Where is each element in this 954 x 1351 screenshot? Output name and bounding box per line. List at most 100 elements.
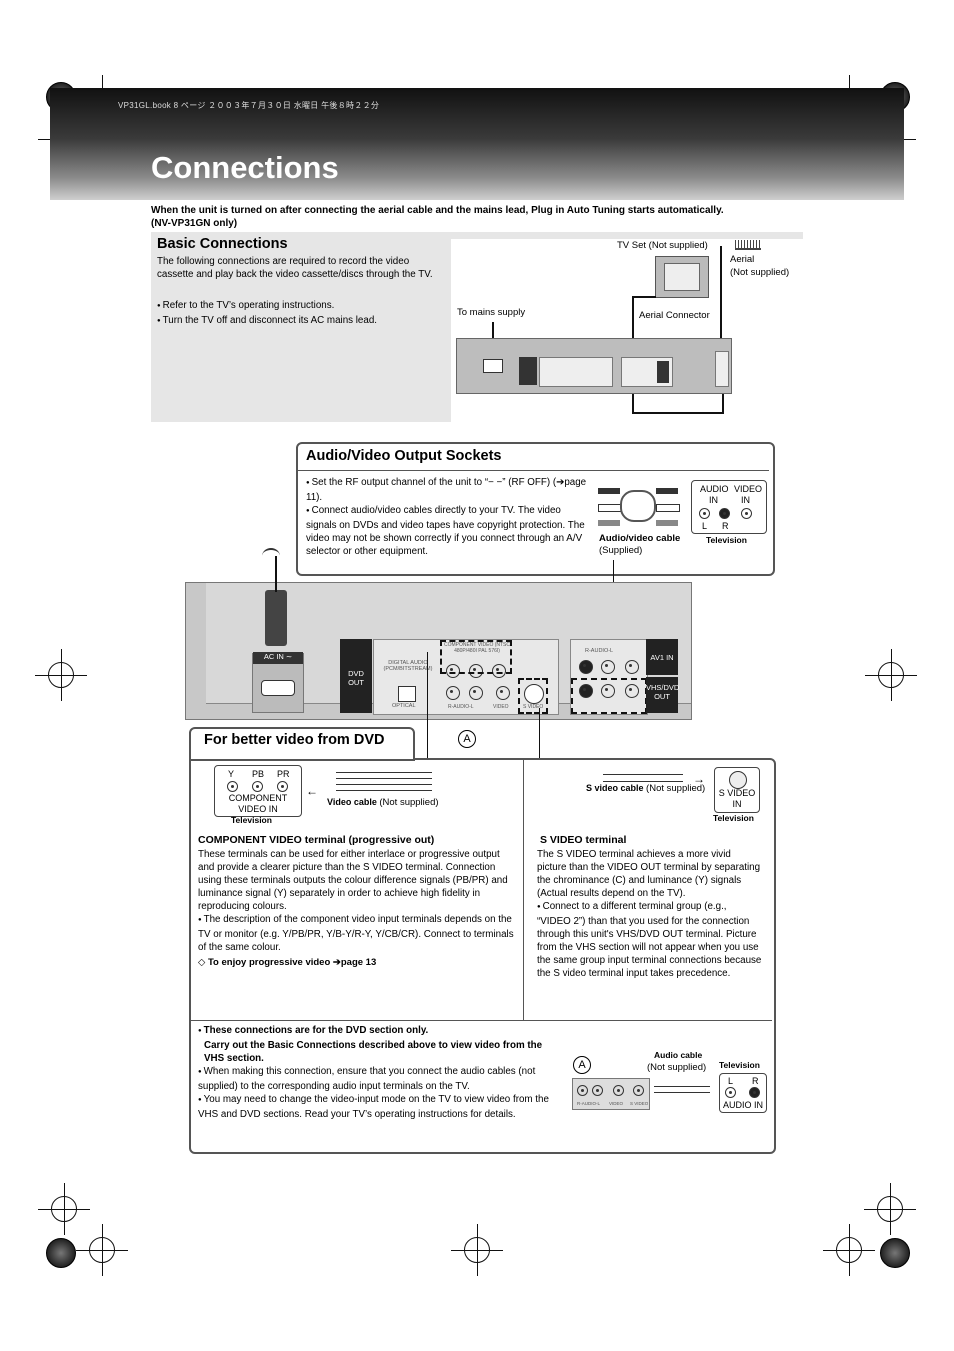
- av-cable-icon: [598, 484, 680, 530]
- bottom-bullet: You may need to change the video-input m…: [198, 1093, 554, 1121]
- registration-mark: [880, 1238, 910, 1268]
- av-cable-note: (Supplied): [599, 545, 643, 556]
- tv-icon: [655, 256, 709, 298]
- av1-video-jack: [625, 660, 639, 674]
- audio-r-jack: [446, 686, 460, 700]
- bottom-bold-cont: Carry out the Basic Connections describe…: [204, 1040, 543, 1064]
- s-video-highlight: [518, 678, 548, 714]
- s-video-text: The S VIDEO terminal achieves a more viv…: [537, 849, 761, 899]
- av1-audio-l-jack: [601, 660, 615, 674]
- basic-text: The following connections are required t…: [157, 256, 433, 280]
- intro-line-1: When the unit is turned on after connect…: [151, 205, 724, 216]
- mini-s-video-label: S VIDEO: [630, 1101, 649, 1106]
- aerial-icon: [735, 240, 761, 250]
- s-video-heading: S VIDEO terminal: [540, 834, 627, 846]
- s-video-jack-icon: [729, 771, 747, 789]
- av-bullets: Set the RF output channel of the unit to…: [306, 476, 588, 558]
- aerial-cable: [720, 246, 722, 358]
- av1-r-audio-l-label: R-AUDIO-L: [585, 648, 614, 654]
- better-video-tab: [189, 727, 415, 761]
- cable-wave-icon: [262, 548, 280, 564]
- av1-in-label: AV1 IN: [646, 639, 678, 675]
- s-video-cable-icon: [603, 774, 683, 782]
- audio-tv-label: Television: [719, 1060, 760, 1070]
- tv-cable: [632, 412, 724, 414]
- crop-mark: [823, 1224, 875, 1276]
- bottom-bullet: These connections are for the DVD sectio…: [198, 1024, 554, 1039]
- crop-mark: [38, 1183, 90, 1235]
- divider: [298, 470, 769, 471]
- marker-a: A: [573, 1056, 591, 1074]
- tv-pb-label: PB: [252, 769, 265, 779]
- tv-video-jack: [741, 508, 752, 519]
- power-cable: [275, 556, 277, 592]
- s-video-in-label2: IN: [732, 799, 742, 809]
- component-heading: COMPONENT VIDEO terminal (progressive ou…: [198, 834, 435, 846]
- audio-tv-l-jack: [725, 1087, 736, 1098]
- intro-line-2: (NV-VP31GN only): [151, 218, 238, 229]
- audio-tv-in-label: AUDIO IN: [722, 1100, 763, 1110]
- tv-av-input-panel: AUDIO VIDEO IN IN L R: [691, 480, 767, 534]
- better-heading: For better video from DVD: [204, 732, 385, 748]
- av1-audio-r-jack: [579, 660, 593, 674]
- tv-video-in-label: VIDEO IN: [238, 804, 278, 814]
- optical-port: [398, 686, 416, 702]
- video-cable-label: Video cable: [327, 797, 377, 807]
- s-video-in-label1: S VIDEO: [718, 788, 756, 798]
- crop-mark: [451, 1224, 503, 1276]
- s-video-cable-caption: S video cable (Not supplied): [586, 783, 705, 794]
- row-divider: [191, 1020, 772, 1021]
- mini-video-jack: [613, 1085, 624, 1096]
- aerial-label: Aerial: [730, 254, 755, 265]
- mini-video-label: VIDEO: [609, 1101, 624, 1106]
- basic-bullet: Turn the TV off and disconnect its AC ma…: [157, 314, 439, 329]
- print-note: VP31GL.book 8 ページ ２００３年７月３０日 水曜日 午後８時２２分: [118, 101, 380, 110]
- component-text: These terminals can be used for either i…: [198, 849, 508, 912]
- audio-cable-label: Audio cable: [654, 1050, 703, 1060]
- component-tv-label: Television: [231, 815, 272, 825]
- tv-audio-r-jack: [719, 508, 730, 519]
- audio-tv-r-jack: [749, 1087, 760, 1098]
- crop-mark: [865, 649, 917, 701]
- aerial-note: (Not supplied): [730, 267, 790, 278]
- s-video-bullet: Connect to a different terminal group (e…: [537, 900, 762, 980]
- component-link-line: [427, 652, 428, 762]
- video-cable-caption: Video cable (Not supplied): [327, 797, 439, 808]
- aerial-connector-label: Aerial Connector: [639, 310, 710, 321]
- tv-video-label: VIDEO: [734, 484, 763, 494]
- av-heading: Audio/Video Output Sockets: [306, 448, 502, 464]
- component-bullet: The description of the component video i…: [198, 913, 516, 954]
- tv-audio-l-jack: [699, 508, 710, 519]
- audio-l-jack: [469, 686, 483, 700]
- bottom-notes: These connections are for the DVD sectio…: [198, 1024, 554, 1121]
- ac-inlet-icon: [261, 680, 295, 696]
- s-video-link-line: [539, 708, 540, 778]
- vhs-dvd-out-highlight: [571, 678, 647, 714]
- component-label: COMPONENT VIDEO (NTSC 480P/480I PAL 576I…: [443, 642, 511, 654]
- tv-cable: [632, 296, 656, 298]
- tv-in-label: IN: [709, 495, 718, 505]
- diamond-icon: ◇: [198, 957, 206, 968]
- component-highlight: [440, 640, 512, 674]
- r-audio-l-label: R-AUDIO-L: [448, 704, 474, 710]
- vhs-dvd-out-label: VHS/DVD OUT: [646, 677, 679, 713]
- s-video-cable-note: (Not supplied): [646, 783, 706, 794]
- tv-pb-jack: [252, 781, 263, 792]
- tv-pr-jack: [277, 781, 288, 792]
- mini-audio-l-jack: [592, 1085, 603, 1096]
- tv-component-label: COMPONENT: [228, 793, 288, 803]
- bottom-bullet: When making this connection, ensure that…: [198, 1065, 554, 1093]
- progressive-link[interactable]: To enjoy progressive video ➔page 13: [207, 957, 377, 968]
- video-label: VIDEO: [493, 704, 509, 710]
- tv-r-label: R: [722, 521, 729, 531]
- column-divider: [523, 760, 524, 1020]
- unit-back-small: [456, 338, 732, 394]
- arrow-left-icon: ←: [306, 784, 318, 798]
- unit-rear-panel: AC IN ∼ DVD OUT DIGITAL AUDIO (PCM/BITST…: [185, 582, 692, 720]
- tv-y-label: Y: [228, 769, 235, 779]
- video-cable-icon: [336, 772, 432, 792]
- mini-unit-panel: R-AUDIO-L VIDEO S VIDEO: [572, 1078, 650, 1110]
- digital-audio-label: DIGITAL AUDIO (PCM/BITSTREAM): [383, 660, 433, 672]
- crop-mark: [76, 1224, 128, 1276]
- tv-audio-label: AUDIO: [700, 484, 729, 494]
